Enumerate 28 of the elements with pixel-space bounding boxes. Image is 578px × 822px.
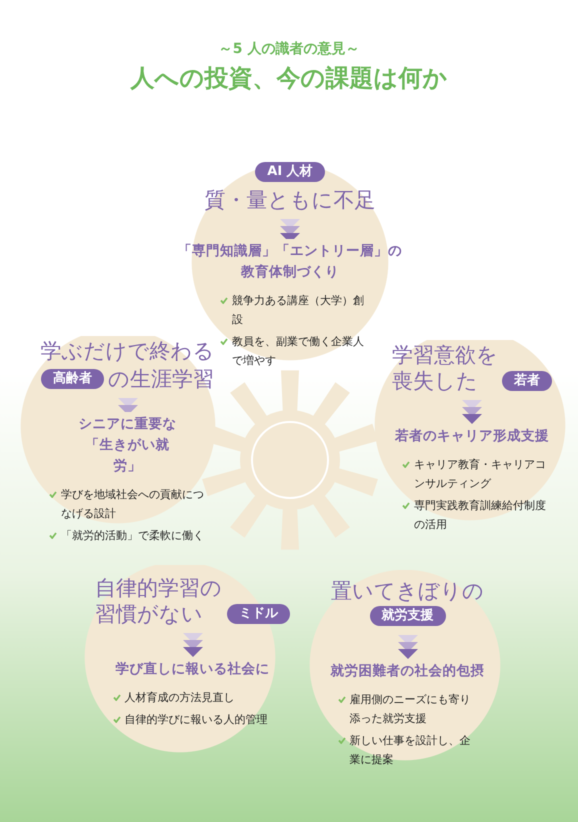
category-badge: AI 人材	[255, 162, 325, 182]
list-item-text: 自律的学びに報いる人的管理	[124, 712, 268, 728]
list-item-text: 専門実践教育訓練給付制度の活用	[414, 498, 547, 533]
list-item-text: 人材育成の方法見直し	[124, 690, 234, 706]
subheading-text: 「専門知識層」「エントリー層」の教育体制づくり	[177, 242, 403, 282]
heading-text: の生涯学習	[108, 366, 214, 392]
list-item-text: 教員を、副業で働く企業人で増やす	[232, 334, 365, 369]
title-text: 人への投資、今の課題は何か	[129, 63, 448, 94]
subheading-text: シニアに重要な「生きがい就労」	[78, 415, 178, 476]
category-badge: ミドル	[227, 604, 290, 624]
list-item-text: 競争力ある講座（大学）創設	[232, 293, 365, 328]
category-badge: 高齢者	[41, 369, 104, 389]
heading-text: 学習意欲を喪失した	[392, 342, 498, 394]
list-item-text: キャリア教育・キャリアコンサルティング	[414, 457, 547, 492]
heading-text: 置いてきぼりの	[331, 578, 484, 604]
heading-text: 学ぶだけで終わる	[40, 338, 214, 364]
heading-text: 自律的学習の習慣がない	[95, 575, 223, 627]
heading-text: 質・量ともに不足	[204, 187, 376, 213]
list-item-text: 「就労的活動」で柔軟に働く	[61, 528, 204, 544]
subheading-text: 就労困難者の社会的包摂	[330, 662, 484, 681]
subtitle-text: ～5 人の識者の意見～	[218, 40, 360, 58]
category-badge: 若者	[502, 371, 552, 391]
subheading-text: 学び直しに報いる社会に	[116, 660, 270, 679]
list-item-text: 学びを地域社会への貢献につなげる設計	[61, 487, 205, 522]
category-badge: 就労支援	[370, 606, 446, 626]
list-item-text: 雇用側のニーズにも寄り添った就労支援	[350, 692, 472, 727]
subheading-text: 若者のキャリア形成支援	[395, 427, 549, 446]
list-item-text: 新しい仕事を設計し、企業に提案	[350, 733, 472, 768]
